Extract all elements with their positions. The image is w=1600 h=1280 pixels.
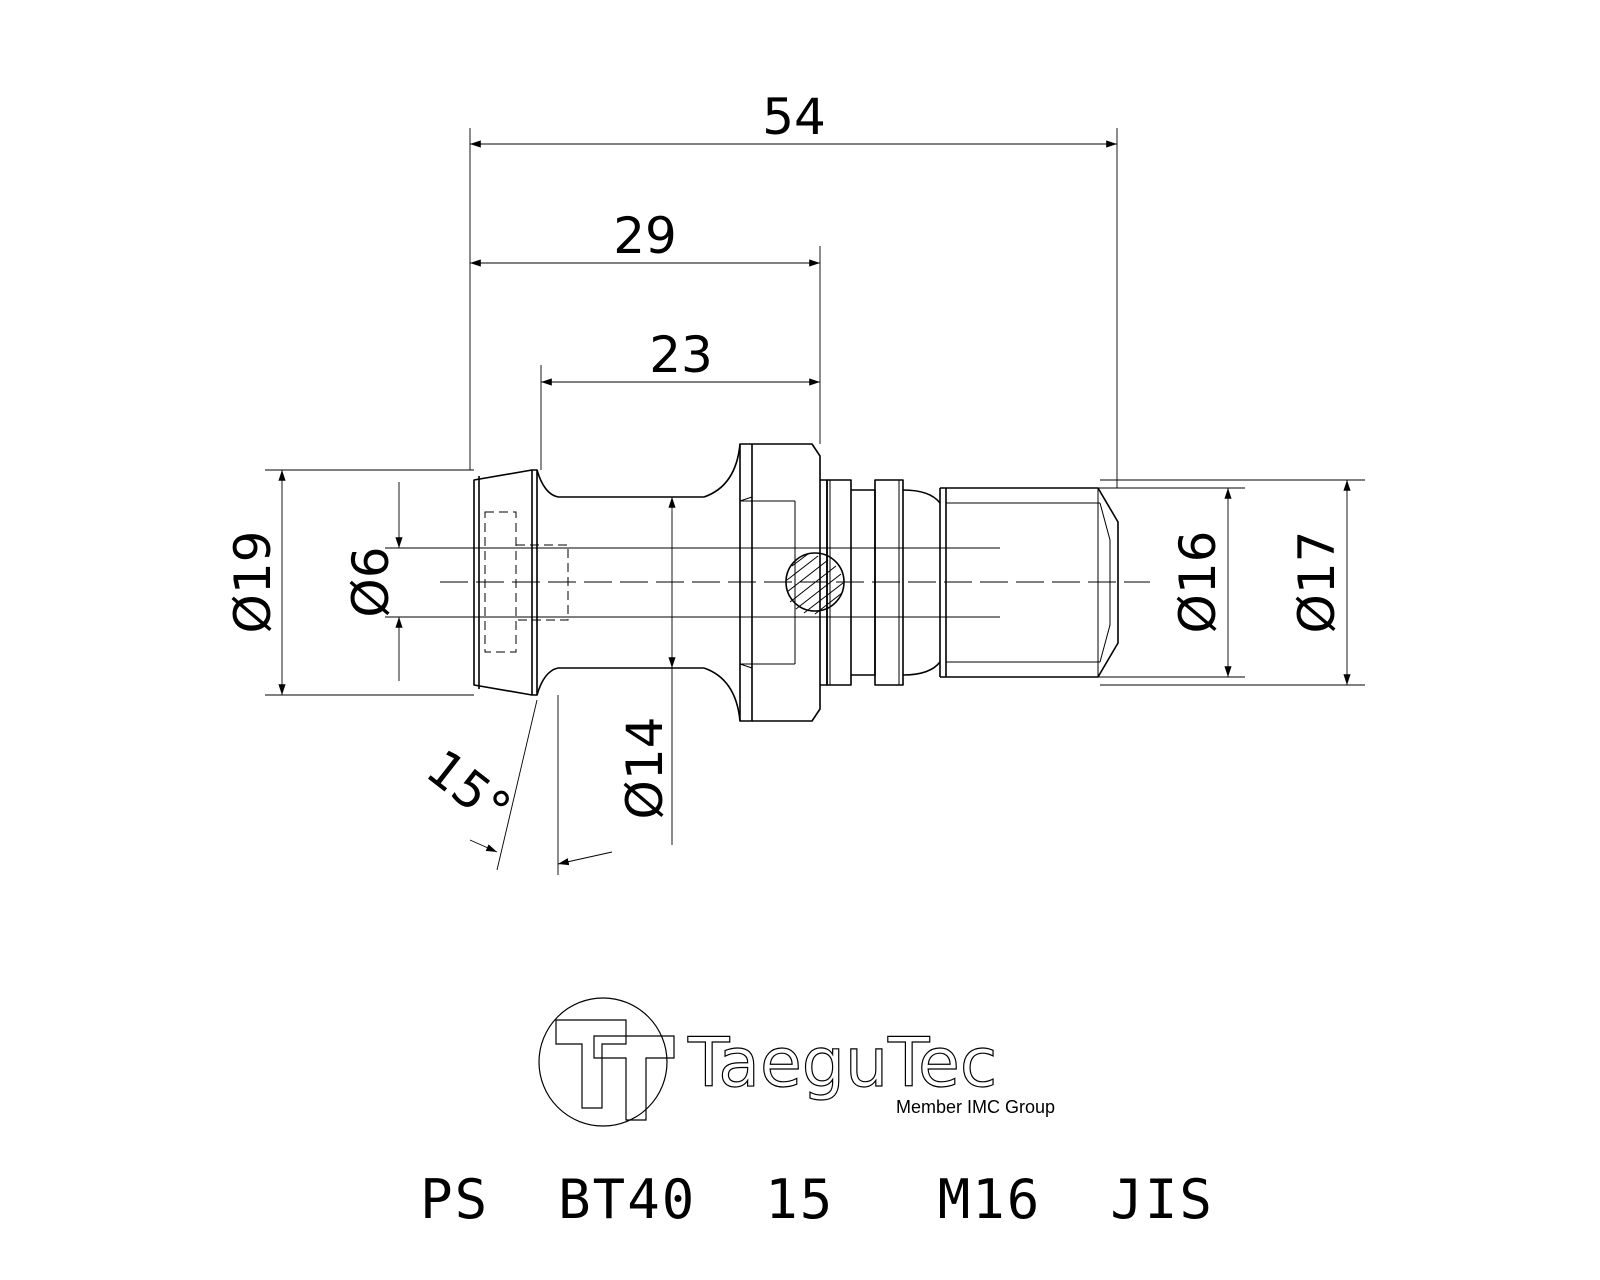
dim-d14-label: Ø14	[616, 717, 674, 820]
logo-brand: TaeguTec	[687, 1024, 997, 1103]
dim-d16-label: Ø16	[1169, 531, 1227, 634]
dim-d19-label: Ø19	[224, 531, 282, 634]
dim-54-label: 54	[762, 88, 826, 146]
dim-23-label: 23	[649, 326, 713, 384]
logo-tt-mark-icon	[555, 1019, 675, 1121]
dim-d6-label: Ø6	[342, 546, 400, 617]
dim-29-label: 29	[613, 207, 677, 265]
logo-circle-icon	[538, 997, 668, 1127]
model-code: PS BT40 15 M16 JIS	[420, 1168, 1214, 1231]
dim-angle-arrow-left	[469, 839, 498, 853]
dim-angle-arrow-right	[557, 851, 613, 866]
taegutec-logo: TaeguTec Member IMC Group	[538, 997, 1055, 1127]
logo-tagline: Member IMC Group	[896, 1097, 1055, 1117]
dim-angle-label: 15°	[416, 738, 522, 838]
extension-lines	[265, 128, 1365, 875]
dim-d17-label: Ø17	[1288, 531, 1346, 634]
